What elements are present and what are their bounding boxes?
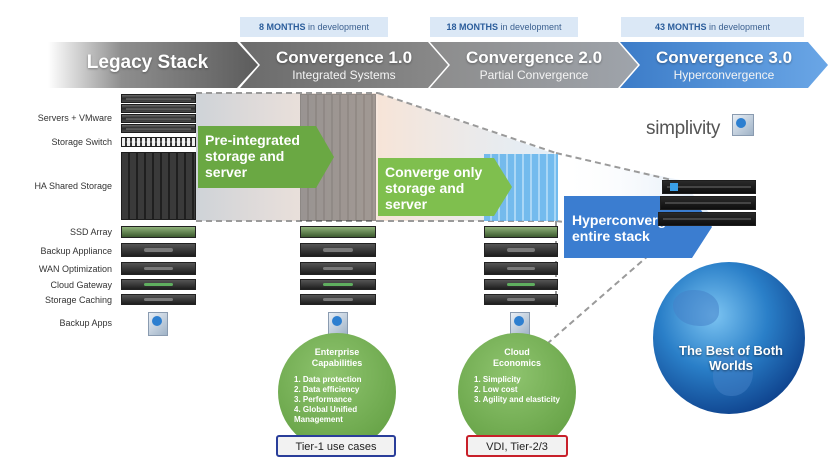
row-label-wan: WAN Optimization xyxy=(38,264,112,274)
circle-enterprise-item: 3. Performance xyxy=(294,395,352,404)
row-label-ssd: SSD Array xyxy=(69,227,112,237)
chevron-conv3 xyxy=(620,42,828,88)
stage-chevrons xyxy=(48,42,828,88)
simplivity-cube-icon xyxy=(732,114,754,136)
stage-title-conv2: Convergence 2.0 xyxy=(465,48,603,67)
dev-label-1: 8 MONTHS in development xyxy=(240,17,388,37)
stage-title-conv3: Convergence 3.0 xyxy=(655,48,793,67)
stage-title-legacy: Legacy Stack xyxy=(86,52,209,73)
simplivity-logo: simplivity xyxy=(646,118,721,139)
row-label-servers: Servers + VMware xyxy=(37,113,112,123)
circle-cloud-title: Cloud Economics xyxy=(492,347,541,368)
globe-icon xyxy=(653,262,805,414)
badge-vdi: VDI, Tier-2/3 xyxy=(466,435,568,457)
stage-subtitle-conv1: Integrated Systems xyxy=(292,68,396,82)
circle-cloud: Cloud Economics 1. Simplicity 2. Low cos… xyxy=(458,333,576,451)
badge-tier1: Tier-1 use cases xyxy=(276,435,396,457)
arrow-converge xyxy=(378,158,512,216)
dev-label-3: 43 MONTHS in development xyxy=(621,17,804,37)
globe-text: The Best of Both Worlds xyxy=(679,343,783,373)
row-label-backup-appliance: Backup Appliance xyxy=(40,246,112,256)
row-label-ha-storage: HA Shared Storage xyxy=(34,181,112,191)
row-label-cloud-gateway: Cloud Gateway xyxy=(50,280,112,290)
circle-enterprise-item: 1. Data protection xyxy=(294,375,362,384)
circle-enterprise-title: Enterprise Capabilities xyxy=(311,347,363,368)
arrow-hyperconverge xyxy=(564,196,712,258)
row-label-backup-apps: Backup Apps xyxy=(59,318,112,328)
circle-cloud-item: 3. Agility and elasticity xyxy=(474,395,560,404)
stage-subtitle-conv2: Partial Convergence xyxy=(479,68,589,82)
stage-title-conv1: Convergence 1.0 xyxy=(275,48,413,67)
arrow-converge-label: Converge only storage and server xyxy=(385,164,483,212)
chevron-legacy xyxy=(48,42,258,88)
circle-enterprise: Enterprise Capabilities 1. Data protecti… xyxy=(278,333,396,451)
circle-cloud-item: 2. Low cost xyxy=(474,385,518,394)
arrow-preintegrated xyxy=(198,126,334,188)
circle-enterprise-item: 2. Data efficiency xyxy=(294,385,360,394)
row-label-storage-caching: Storage Caching xyxy=(44,295,112,305)
chevron-conv1 xyxy=(240,42,448,88)
circle-enterprise-item: 4. Global Unified Management xyxy=(294,405,358,424)
arrow-preintegrated-label: Pre-integrated storage and server xyxy=(205,132,300,180)
arrow-hyperconverge-label: Hyperconverge entire stack xyxy=(572,212,674,244)
dev-label-2: 18 MONTHS in development xyxy=(430,17,578,37)
stage-subtitle-conv3: Hyperconvergence xyxy=(673,68,775,82)
chevron-conv2 xyxy=(430,42,638,88)
circle-cloud-item: 1. Simplicity xyxy=(474,375,521,384)
row-label-storage-switch: Storage Switch xyxy=(51,137,112,147)
